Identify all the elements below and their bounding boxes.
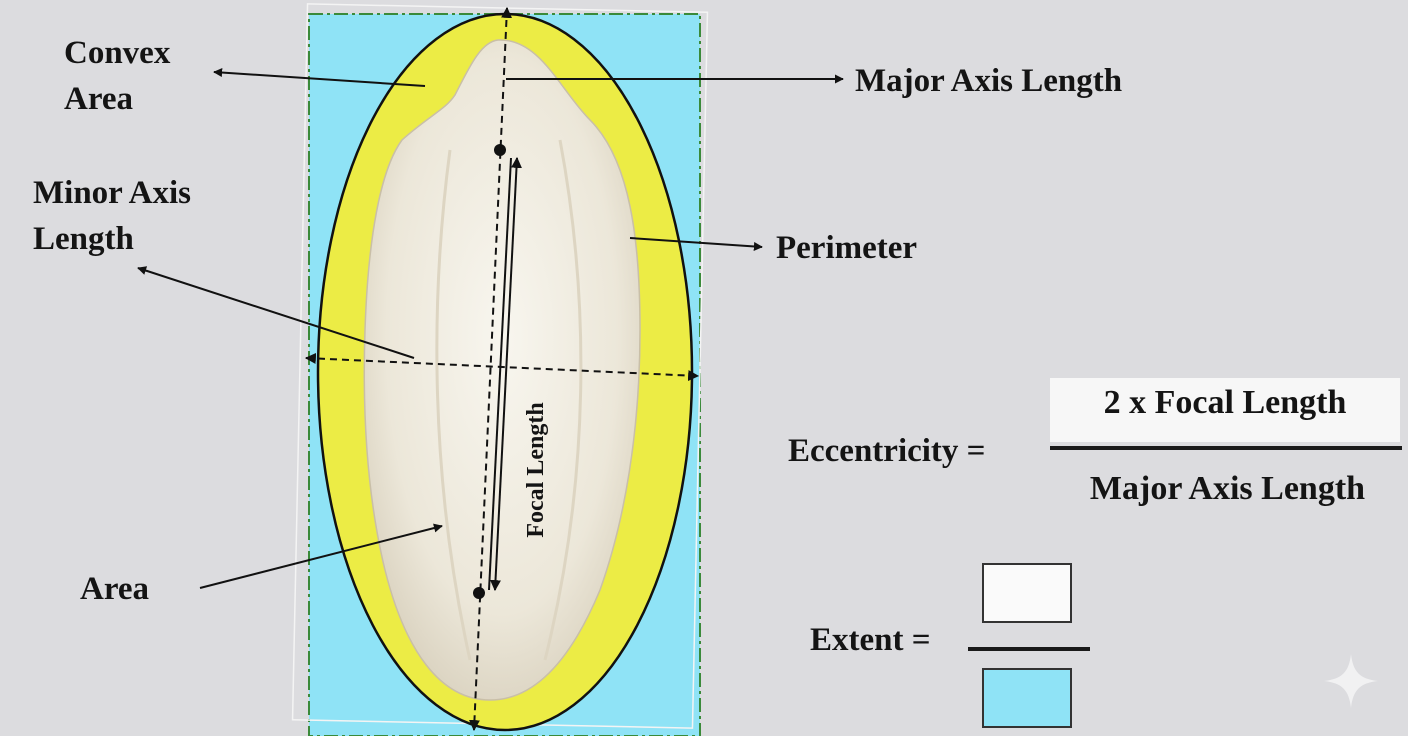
focal-length-arrow-a bbox=[490, 156, 522, 592]
eccentricity-numerator: 2 x Focal Length bbox=[1103, 384, 1347, 421]
minor-axis-length-label: Minor Axis Length bbox=[33, 175, 191, 257]
extent-label: Extent = bbox=[810, 622, 931, 658]
convex-area-pointer bbox=[213, 68, 426, 87]
perimeter-label: Perimeter bbox=[776, 230, 918, 266]
major-axis-length-label: Major Axis Length bbox=[855, 63, 1123, 99]
grain-ridge bbox=[543, 139, 583, 661]
area-label: Area bbox=[80, 571, 150, 607]
focus-point-bottom bbox=[473, 587, 485, 599]
eccentricity-denominator: Major Axis Length bbox=[1089, 470, 1366, 507]
eccentricity-fraction-bar bbox=[1050, 446, 1402, 450]
extent-denominator-swatch bbox=[982, 668, 1072, 728]
grain-ridge bbox=[435, 149, 472, 661]
perimeter-pointer bbox=[629, 237, 763, 251]
area-pointer bbox=[199, 523, 443, 589]
minor-axis-pointer bbox=[137, 266, 415, 359]
sparkle-icon bbox=[1324, 654, 1378, 708]
focal-length-arrow-b bbox=[488, 157, 512, 591]
extent-fraction-bar bbox=[968, 647, 1090, 651]
extent-numerator-swatch bbox=[982, 563, 1072, 623]
focus-point-top bbox=[494, 144, 506, 156]
focal-length-label: Focal Length bbox=[523, 402, 549, 537]
eccentricity-numerator-box bbox=[1050, 378, 1400, 442]
eccentricity-label: Eccentricity = bbox=[788, 433, 986, 469]
convex-area-label: Convex Area bbox=[64, 35, 171, 117]
